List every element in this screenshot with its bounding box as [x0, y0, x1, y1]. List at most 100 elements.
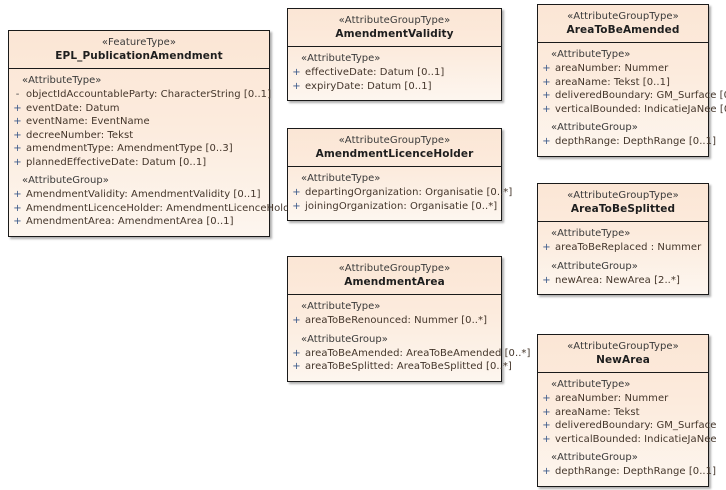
uml-class-areatobeamended[interactable]: «AttributeGroupType»AreaToBeAmended«Attr… [537, 4, 726, 157]
uml-class-amendmentvalidity[interactable]: «AttributeGroupType»AmendmentValidity«At… [287, 8, 502, 101]
attribute-visibility: + [13, 102, 22, 114]
attribute-visibility: + [542, 420, 551, 431]
attribute-visibility: + [292, 80, 301, 92]
attribute-signature: areaToBeAmended: AreaToBeAmended [0..*] [305, 347, 531, 359]
uml-class-amendmentlicenceholder[interactable]: «AttributeGroupType»AmendmentLicenceHold… [287, 128, 512, 221]
compartment-label: «AttributeGroup» [22, 175, 109, 186]
compartment-label: «AttributeGroup» [551, 260, 638, 272]
class-name: NewArea [596, 354, 650, 366]
class-body-amendmentvalidity: «AttributeType»+effectiveDate: Datum [0.… [288, 47, 501, 100]
attribute-visibility: + [542, 103, 551, 115]
attribute-row[interactable]: + verticalBounded: IndicatieJaNee [0..1] [538, 103, 726, 117]
class-header-newarea: «AttributeGroupType» NewArea [538, 335, 708, 373]
attribute-visibility: + [542, 136, 551, 147]
attribute-signature: AmendmentValidity: AmendmentValidity [0.… [26, 189, 261, 200]
compartment-label: «AttributeType» [551, 228, 631, 239]
attribute-signature: verticalBounded: IndicatieJaNee [0..1] [555, 103, 726, 115]
attribute-row[interactable]: + areaName: Tekst [538, 406, 708, 420]
attribute-row[interactable]: + plannedEffectiveDate: Datum [0..1] [9, 156, 269, 170]
attribute-visibility: + [542, 466, 551, 477]
attribute-row[interactable]: +areaToBeSplitted: AreaToBeSplitted [0..… [288, 360, 512, 374]
attribute-signature: areaNumber: Nummer [555, 63, 669, 74]
uml-class-amendmentarea[interactable]: «AttributeGroupType»AmendmentArea«Attrib… [287, 256, 530, 382]
class-header-amendmentarea: «AttributeGroupType»AmendmentArea [288, 257, 501, 295]
compartment-label: «AttributeType» [551, 49, 631, 60]
compartment-label: «AttributeType» [301, 301, 381, 312]
compartment-label: «AttributeType» [22, 75, 102, 86]
attribute-visibility: + [13, 116, 22, 127]
uml-class-epl-publicationamendment[interactable]: «FeatureType»EPL_PublicationAmendment«At… [8, 30, 330, 237]
attribute-visibility: - [15, 89, 20, 100]
class-header-areatobesplitted: «AttributeGroupType»AreaToBeSplitted [538, 184, 708, 222]
class-stereotype: «AttributeGroupType» [567, 190, 679, 201]
attribute-row[interactable]: + areaName: Tekst [0..1] [538, 76, 708, 90]
attribute-row[interactable]: + depthRange: DepthRange [0..1] [538, 465, 716, 479]
attribute-visibility: + [13, 202, 22, 214]
attribute-row[interactable]: +deliveredBoundary: GM_Surface [538, 419, 716, 433]
attribute-signature: depthRange: DepthRange [0..1] [555, 466, 717, 477]
attribute-signature: areaName: Tekst [555, 406, 640, 418]
attribute-row[interactable]: +AmendmentArea: AmendmentArea [0..1] [9, 215, 269, 229]
attribute-row[interactable]: +verticalBounded: IndicatieJaNee [538, 433, 716, 447]
class-stereotype: «AttributeGroupType» [567, 11, 679, 22]
class-body-newarea: «AttributeType»+areaNumber: Nummer+areaN… [538, 373, 716, 486]
attribute-visibility: + [542, 63, 551, 74]
attribute-row[interactable]: + effectiveDate: Datum [0..1] [288, 66, 501, 80]
class-body-amendmentlicenceholder: «AttributeType»+ departingOrganization: O… [288, 167, 512, 220]
class-header-amendmentvalidity: «AttributeGroupType»AmendmentValidity [288, 9, 501, 47]
compartment-label: «AttributeGroup» [551, 452, 638, 463]
attribute-row[interactable]: +amendmentType: AmendmentType [0..3] [9, 142, 269, 156]
attribute-visibility: + [13, 156, 22, 168]
class-name: AmendmentValidity [335, 28, 454, 40]
attribute-signature: effectiveDate: Datum [0..1] [305, 67, 445, 78]
attribute-row[interactable]: +decreeNumber: Tekst [9, 129, 269, 143]
attribute-signature: deliveredBoundary: GM_Surface [0..1] [555, 90, 726, 101]
attribute-visibility: + [542, 76, 551, 88]
attribute-row[interactable]: +deliveredBoundary: GM_Surface [0..1] [538, 89, 726, 103]
attribute-signature: plannedEffectiveDate: Datum [0..1] [26, 156, 207, 168]
attribute-row[interactable]: +depthRange: DepthRange [0..1] [538, 135, 716, 149]
attribute-signature: expiryDate: Datum [0..1] [305, 80, 432, 92]
attribute-row[interactable]: + areaNumber: Nummer [538, 62, 708, 76]
class-stereotype: «AttributeGroupType» [567, 341, 679, 352]
attribute-visibility: + [292, 67, 301, 78]
attribute-signature: areaName: Tekst [0..1] [555, 76, 670, 88]
attribute-visibility: + [292, 187, 301, 198]
attribute-row[interactable]: +areaNumber: Nummer [538, 392, 708, 406]
attribute-row[interactable]: -objectIdAccountableParty: CharacterStri… [9, 88, 271, 102]
attribute-visibility: + [13, 143, 22, 154]
attribute-signature: areaNumber: Nummer [555, 393, 669, 404]
attribute-row[interactable]: + areaToBeAmended: AreaToBeAmended [0..*] [288, 347, 530, 361]
attribute-row[interactable]: + AmendmentValidity: AmendmentValidity [0… [9, 188, 269, 202]
class-body-epl-publicationamendment: «AttributeType» -objectIdAccountableParty… [9, 69, 330, 236]
attribute-visibility: + [13, 189, 22, 200]
attribute-row[interactable]: +areaToBeReplaced : Nummer [538, 241, 708, 255]
attribute-row[interactable]: + departingOrganization: Organisatie [0..… [288, 186, 512, 200]
attribute-row[interactable]: + eventDate: Datum [9, 102, 269, 116]
class-stereotype: «AttributeGroupType» [338, 135, 451, 146]
attribute-visibility: + [292, 361, 301, 372]
attribute-signature: AmendmentArea: AmendmentArea [0..1] [26, 216, 234, 227]
compartment-label: «AttributeType» [301, 173, 381, 184]
attribute-signature: joiningOrganization: Organisatie [0..*] [305, 200, 498, 212]
attribute-signature: verticalBounded: IndicatieJaNee [555, 433, 717, 445]
class-body-amendmentarea: «AttributeType» +areaToBeRenounced: Numme… [288, 295, 530, 381]
compartment-label: «AttributeType» [551, 379, 631, 390]
attribute-row[interactable]: +AmendmentLicenceHolder: AmendmentLicenc… [9, 202, 330, 216]
attribute-visibility: + [542, 274, 551, 286]
attribute-visibility: + [292, 347, 301, 359]
uml-class-newarea[interactable]: «AttributeGroupType» NewArea «AttributeTyp… [537, 334, 717, 487]
attribute-signature: departingOrganization: Organisatie [0..*… [305, 187, 513, 198]
class-name: EPL_PublicationAmendment [55, 50, 223, 62]
attribute-row[interactable]: +newArea: NewArea [2..*] [538, 274, 708, 288]
attribute-row[interactable]: + expiryDate: Datum [0..1] [288, 80, 501, 94]
class-body-areatobesplitted: «AttributeType» +areaToBeReplaced : Numme… [538, 222, 708, 294]
attribute-row[interactable]: + eventName: EventName [9, 115, 269, 129]
attribute-row[interactable]: +areaToBeRenounced: Nummer [0..*] [288, 314, 501, 328]
attribute-signature: eventDate: Datum [26, 102, 120, 114]
uml-class-areatobesplitted[interactable]: «AttributeGroupType»AreaToBeSplitted«Att… [537, 183, 709, 295]
attribute-signature: eventName: EventName [26, 116, 150, 127]
attribute-row[interactable]: +joiningOrganization: Organisatie [0..*] [288, 200, 501, 214]
class-body-areatobeamended: «AttributeType»+areaNumber: Nummer+areaN… [538, 43, 726, 156]
attribute-visibility: + [542, 406, 551, 418]
